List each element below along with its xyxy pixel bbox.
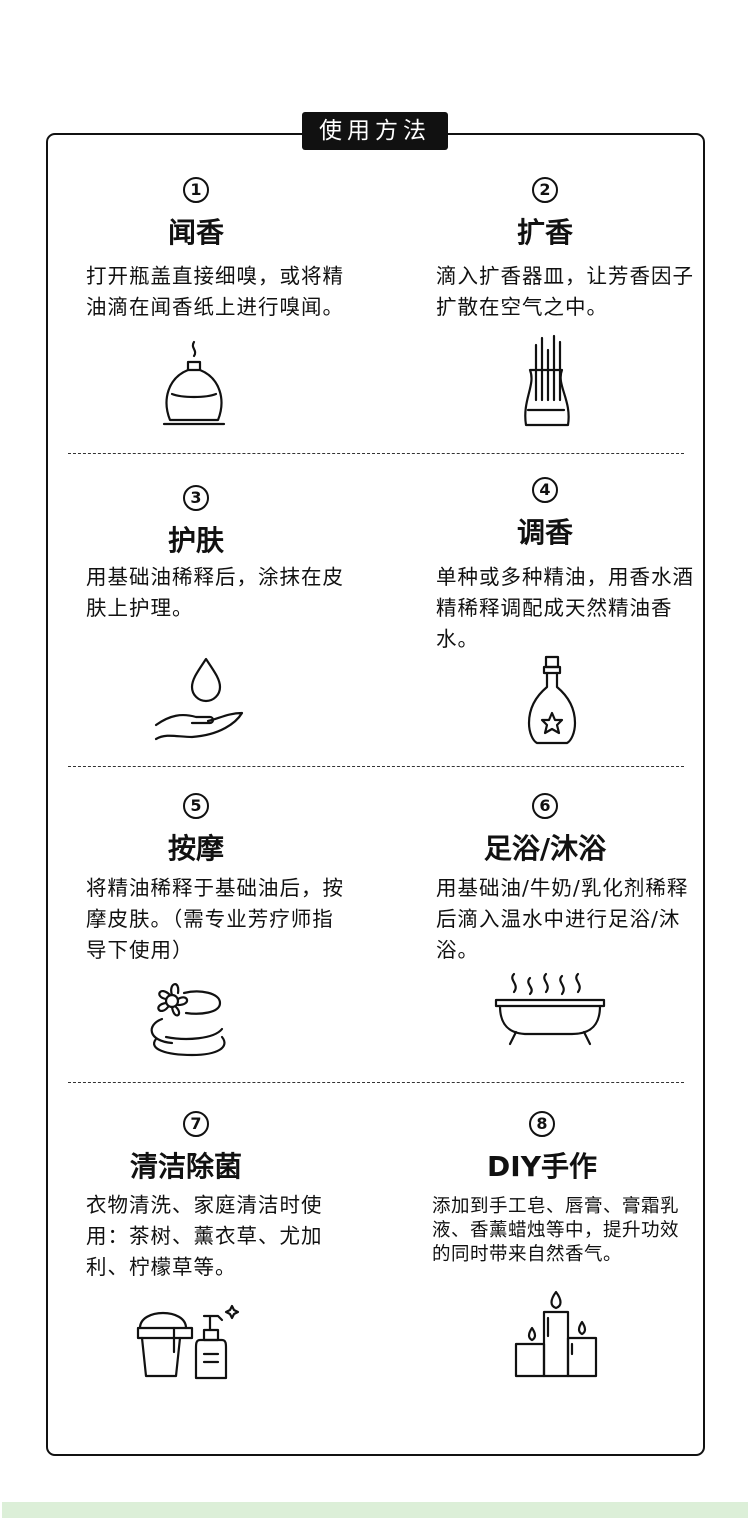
step-title: 扩香 — [516, 216, 574, 249]
step-number: 1 — [183, 177, 209, 203]
step-title: 调香 — [516, 516, 574, 549]
divider — [68, 453, 684, 454]
step-title: 护肤 — [167, 524, 225, 557]
footer-band — [2, 1502, 748, 1518]
step-description: 添加到手工皂、唇膏、膏霜乳液、香薰蜡烛等中，提升功效的同时带来自然香气。 — [432, 1196, 680, 1265]
step-number: 3 — [183, 485, 209, 511]
hand-drop-icon — [152, 655, 248, 747]
oil-burner-icon — [158, 340, 230, 436]
step-title: 清洁除菌 — [129, 1150, 243, 1183]
divider — [68, 1082, 684, 1083]
step-title: 闻香 — [167, 216, 225, 249]
step-number: 6 — [532, 793, 558, 819]
step-description: 衣物清洗、家庭清洁时使用：茶树、薰衣草、尤加利、柠檬草等。 — [86, 1193, 323, 1279]
step-description: 单种或多种精油，用香水酒精稀释调配成天然精油香水。 — [436, 565, 694, 651]
step-number: 4 — [532, 477, 558, 503]
step-description: 将精油稀释于基础油后，按摩皮肤。（需专业芳疗师指导下使用） — [86, 876, 344, 962]
step-number: 5 — [183, 793, 209, 819]
step-title: DIY手作 — [487, 1150, 597, 1183]
step-description: 用基础油/牛奶/乳化剂稀释后滴入温水中进行足浴/沐浴。 — [436, 876, 689, 962]
step-title: 按摩 — [167, 832, 225, 865]
step-description: 打开瓶盖直接细嗅，或将精油滴在闻香纸上进行嗅闻。 — [86, 264, 344, 319]
candles-icon — [512, 1288, 602, 1384]
reed-diffuser-icon — [518, 330, 574, 434]
step-description: 滴入扩香器皿，让芳香因子扩散在空气之中。 — [436, 264, 694, 319]
perfume-bottle-icon — [525, 653, 579, 751]
bucket-spray-icon — [134, 1302, 244, 1386]
step-description: 用基础油稀释后，涂抹在皮肤上护理。 — [86, 565, 344, 620]
bathtub-icon — [492, 970, 608, 1054]
step-title: 足浴/沐浴 — [483, 832, 607, 865]
page-title: 使用方法 — [302, 112, 448, 150]
step-number: 7 — [183, 1111, 209, 1137]
step-number: 8 — [529, 1111, 555, 1137]
divider — [68, 766, 684, 767]
step-number: 2 — [532, 177, 558, 203]
spa-stones-icon — [146, 975, 232, 1063]
